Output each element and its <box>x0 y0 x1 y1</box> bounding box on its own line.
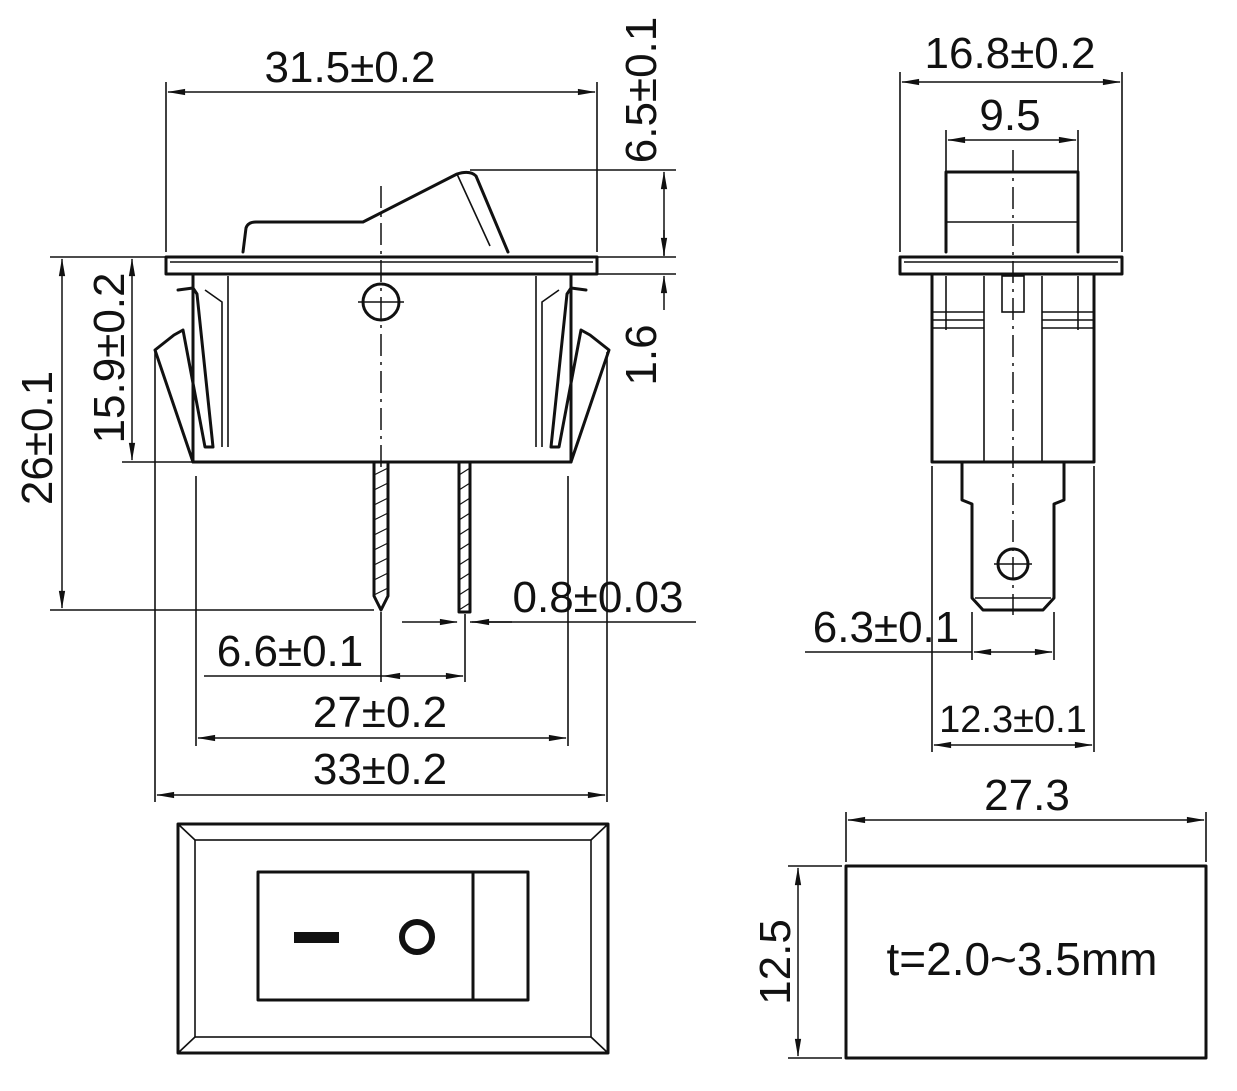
dim-flange-thickness: 1.6 <box>617 324 666 385</box>
dim-cutout-height: 12.5 <box>751 919 800 1005</box>
dim-rocker-height: 6.5±0.1 <box>617 17 666 163</box>
front-view: 31.5±0.2 6.5±0.1 1.6 26±0.1 15.9±0.2 0.8… <box>13 17 696 802</box>
top-view <box>176 822 610 1055</box>
dim-rocker-width: 9.5 <box>979 91 1040 140</box>
switch-body <box>191 272 573 464</box>
terminal-left <box>372 460 390 612</box>
cutout-rect <box>844 864 1208 1060</box>
left-snap-clip <box>153 286 215 464</box>
dim-body-depth: 12.3±0.1 <box>939 699 1087 741</box>
dim-terminal-spacing: 6.6±0.1 <box>217 627 363 676</box>
dim-cutout-width: 27.3 <box>984 771 1070 820</box>
dim-total-height: 26±0.1 <box>13 371 62 505</box>
dim-front-width: 31.5±0.2 <box>265 43 436 92</box>
terminal-right <box>457 460 472 614</box>
dim-clip-outer: 33±0.2 <box>313 745 447 794</box>
on-symbol <box>399 919 435 955</box>
dim-clip-inner: 27±0.2 <box>313 688 447 737</box>
dim-terminal-thickness: 0.8±0.03 <box>513 573 684 622</box>
right-snap-clip <box>549 286 611 464</box>
dim-body-height: 15.9±0.2 <box>85 273 134 444</box>
rocker-face <box>256 870 530 1002</box>
rocker-actuator <box>241 170 510 254</box>
panel-thickness-note: t=2.0~3.5mm <box>886 933 1157 985</box>
dim-terminal-width: 6.3±0.1 <box>813 603 959 652</box>
side-view: 16.8±0.2 9.5 6.3±0.1 12.3±0.1 <box>805 29 1124 752</box>
off-symbol <box>294 932 339 943</box>
panel-cutout: 27.3 12.5 t=2.0~3.5mm <box>751 771 1208 1060</box>
dim-side-width: 16.8±0.2 <box>925 29 1096 78</box>
